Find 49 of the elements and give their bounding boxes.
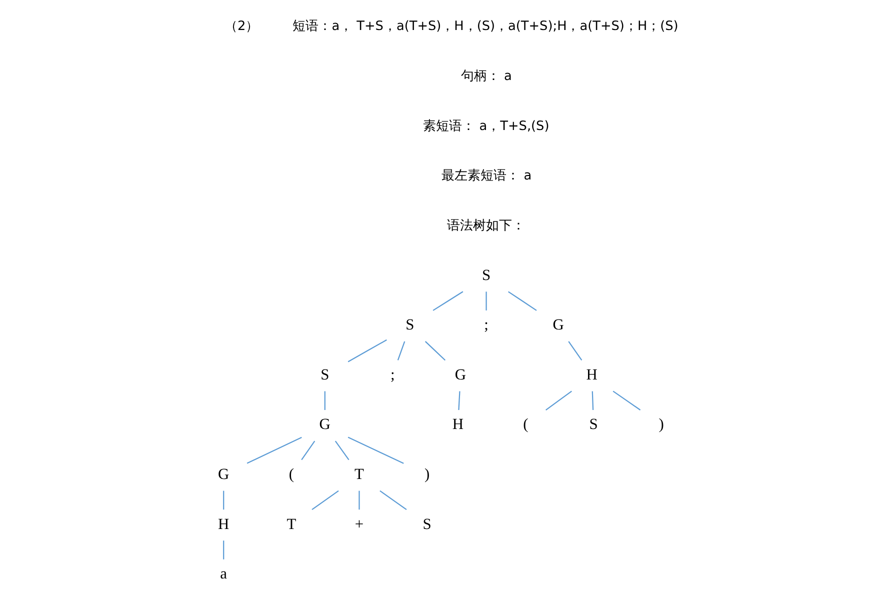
node-text: ) <box>424 466 430 484</box>
node-text: H <box>586 366 598 384</box>
connector <box>358 490 360 510</box>
connector <box>223 540 224 560</box>
connector <box>546 390 572 410</box>
connector <box>312 490 339 510</box>
connector <box>458 391 460 410</box>
node-text: S <box>422 516 432 533</box>
node-text: + <box>354 516 364 533</box>
connector <box>612 390 641 410</box>
node-text: a <box>220 566 228 583</box>
label: 素短语： a，T+S,(S) <box>423 118 550 134</box>
connector <box>568 341 582 361</box>
node-text: ; <box>390 366 395 384</box>
node-text: G <box>319 416 330 434</box>
label: 句柄： a <box>460 68 512 84</box>
connector <box>223 490 224 510</box>
connector <box>324 391 326 410</box>
connector <box>380 490 407 510</box>
label: 短语：a， T+S，a(T+S)，H，(S)，a(T+S);H，a(T+S)；H；(S) <box>292 19 678 34</box>
connector <box>508 291 537 311</box>
node-text: S <box>482 266 491 284</box>
label: 最左素短语： a <box>442 168 532 184</box>
connector <box>592 391 594 410</box>
node-text: ( <box>523 416 528 434</box>
connector <box>424 341 446 361</box>
connector <box>246 436 302 464</box>
node-text: T <box>286 516 296 533</box>
node-text: T <box>354 466 364 484</box>
connector <box>486 292 487 310</box>
node-text: ) <box>658 416 664 434</box>
connector <box>348 436 404 464</box>
label: 语法树如下： <box>447 218 526 234</box>
node-text: G <box>552 316 564 334</box>
connector <box>432 291 464 311</box>
node-text: G <box>454 366 466 384</box>
node-text: S <box>406 316 414 334</box>
node-text: H <box>218 516 230 533</box>
node-text: S <box>320 366 330 384</box>
connector <box>334 440 350 460</box>
node-text: H <box>452 416 464 434</box>
connector <box>301 440 316 460</box>
label: （2） <box>224 19 259 34</box>
node-text: G <box>218 466 230 484</box>
node-text: S <box>589 416 598 434</box>
connector <box>397 341 406 360</box>
node-text: ( <box>288 466 294 484</box>
node-text: ; <box>484 316 488 334</box>
connector <box>348 339 387 362</box>
